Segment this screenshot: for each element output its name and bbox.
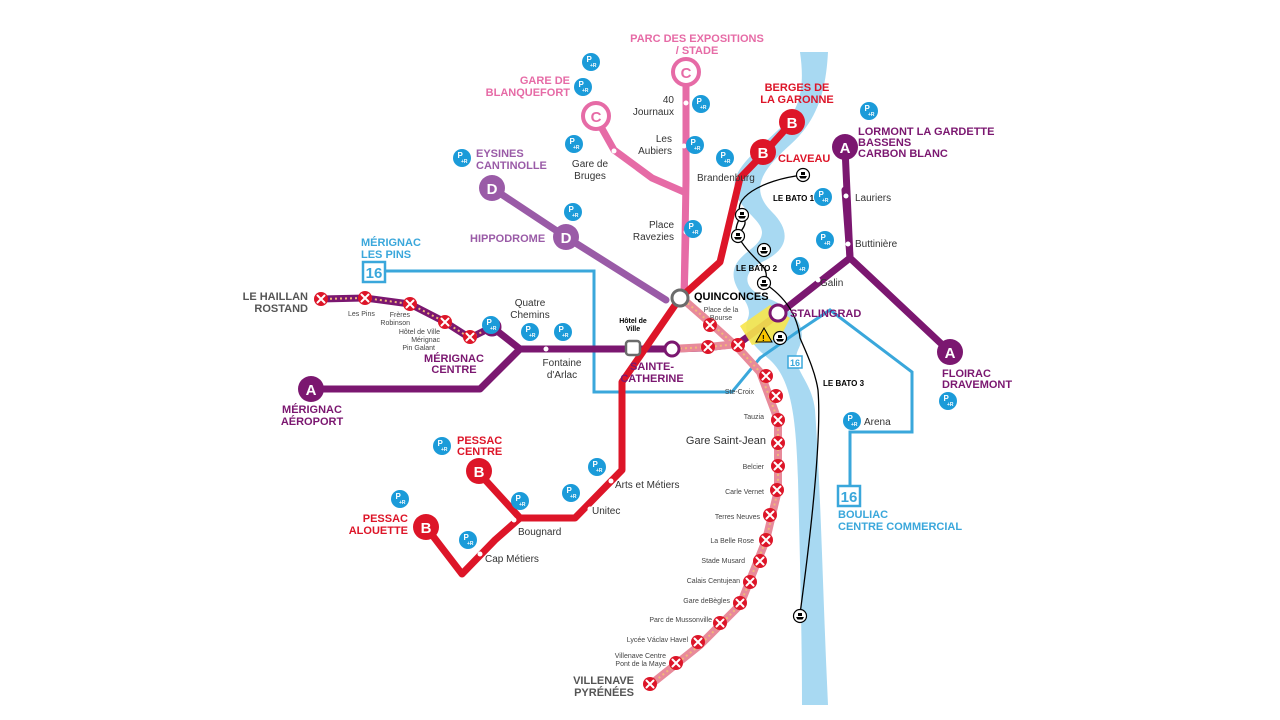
label-cap-metiers: Cap Métiers: [485, 554, 539, 565]
terminal-d-hippodrome: D: [553, 224, 579, 250]
terminal-b-berges: B: [779, 109, 805, 135]
label-bougnard: Bougnard: [518, 527, 561, 538]
terminal-c-blanquefort: C: [581, 101, 611, 131]
svg-text:A: A: [306, 382, 317, 399]
label-parc-expo: PARC DES EXPOSITIONS/ STADE: [630, 33, 764, 57]
terminal-a-floirac: A: [937, 339, 963, 365]
label-arts-metiers: Arts et Métiers: [615, 480, 679, 491]
label-gare-saint-jean: Gare Saint-Jean: [686, 435, 766, 447]
svg-text:16: 16: [366, 265, 383, 282]
terminal-a-aeroport: A: [298, 376, 324, 402]
label-gare-begles: Gare deBègles: [683, 598, 730, 605]
label-terres-neuves: Terres Neuves: [715, 514, 761, 521]
label-claveau: CLAVEAU: [778, 153, 830, 165]
bus-16-terminals: 16 16 16: [361, 260, 862, 508]
label-pin-galant: Pin Galant: [402, 345, 435, 352]
station-dots: [477, 100, 851, 557]
svg-text:C: C: [681, 65, 692, 82]
svg-text:B: B: [421, 520, 432, 537]
label-buttiniere: Buttinière: [855, 239, 898, 250]
bus-16-square-merignac: 16: [361, 260, 387, 284]
river-garonne: [733, 52, 828, 705]
warning-icon: !: [755, 326, 773, 343]
bato-3-label: LE BATO 3: [823, 379, 865, 388]
label-lycee-havel: Lycée Václav Havel: [627, 637, 689, 644]
label-hippodrome: HIPPODROME: [470, 233, 545, 245]
label-unitec: Unitec: [592, 506, 620, 517]
bus-16-square-small: 16: [787, 355, 803, 369]
terminal-b-pessac-alouette: B: [413, 514, 439, 540]
label-stalingrad: STALINGRAD: [790, 308, 861, 320]
label-parc-mussonville: Parc de Mussonville: [649, 617, 712, 624]
svg-text:B: B: [787, 115, 798, 132]
svg-text:B: B: [758, 145, 769, 162]
terminal-a-lormont: A: [832, 134, 858, 160]
label-galin: Galin: [820, 278, 843, 289]
label-stade-musard: Stade Musard: [701, 558, 745, 565]
label-belle-rose: La Belle Rose: [710, 538, 754, 545]
svg-text:A: A: [840, 140, 851, 157]
svg-text:C: C: [591, 109, 602, 126]
svg-text:A: A: [945, 345, 956, 362]
terminal-b-claveau: B: [750, 139, 776, 165]
svg-text:16: 16: [790, 358, 800, 368]
bato-2-label: LE BATO 2: [736, 264, 778, 273]
terminal-circles: C C B B A D D A A B B: [298, 57, 963, 540]
label-belcier: Belcier: [743, 464, 765, 471]
hub-hotel-de-ville: [624, 339, 642, 357]
svg-text:D: D: [561, 230, 572, 247]
terminal-b-pessac-centre: B: [466, 458, 492, 484]
label-ste-croix: Ste-Croix: [725, 389, 755, 396]
svg-text:D: D: [487, 181, 498, 198]
label-lauriers: Lauriers: [855, 193, 891, 204]
svg-text:16: 16: [841, 489, 858, 506]
label-sainte-catherine: SAINTE-CATHERINE: [620, 361, 683, 385]
label-quinconces: QUINCONCES: [694, 291, 769, 303]
label-arena: Arena: [864, 417, 891, 428]
tram-line-b: [422, 118, 796, 578]
bus-16-square-bouliac: 16: [836, 484, 862, 508]
hub-quinconces: [670, 288, 690, 308]
label-les-pins: Les Pins: [348, 311, 375, 318]
label-brandenburg: Brandenburg: [697, 173, 755, 184]
bato-1-label: LE BATO 1: [773, 194, 815, 203]
hub-stalingrad: [768, 303, 788, 323]
terminal-d-eysines: D: [479, 175, 505, 201]
svg-text:!: !: [762, 334, 765, 343]
tram-line-c: [592, 68, 690, 304]
label-tauzia: Tauzia: [744, 414, 764, 421]
label-carle-vernet: Carle Vernet: [725, 489, 764, 496]
hub-sainte-catherine: [663, 340, 681, 358]
svg-text:B: B: [474, 464, 485, 481]
terminal-c-parc-expo: C: [671, 57, 701, 87]
label-calais-centujean: Calais Centujean: [687, 578, 740, 585]
